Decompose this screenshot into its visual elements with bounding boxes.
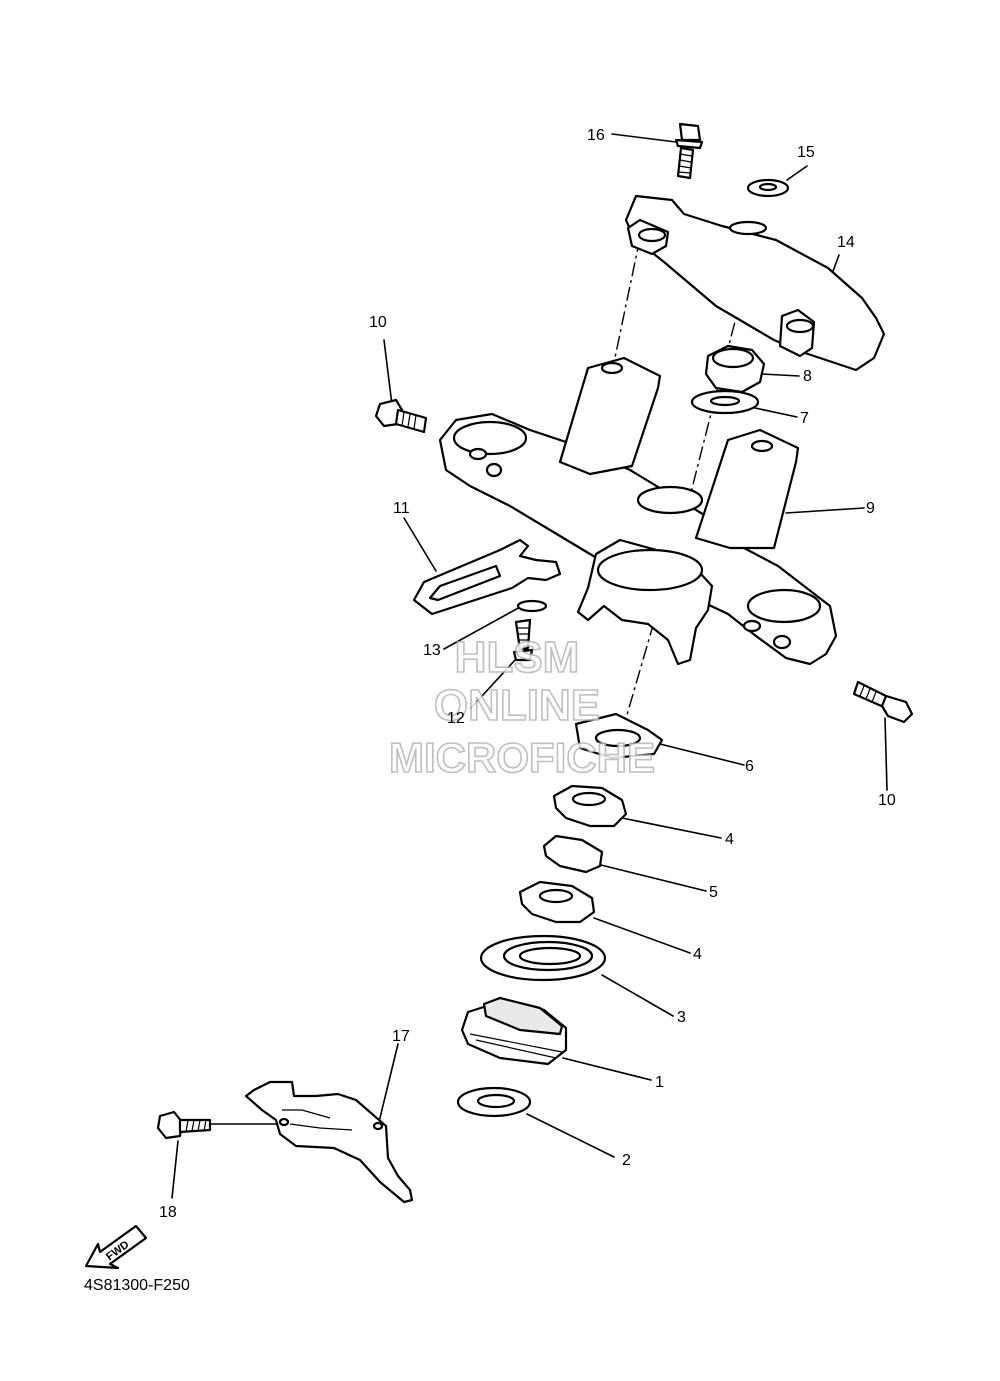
callout-15: 15 <box>797 144 815 161</box>
washer-13 <box>516 599 548 613</box>
bolt-18 <box>156 1110 212 1140</box>
callout-5: 5 <box>709 884 718 901</box>
callout-7: 7 <box>800 410 809 427</box>
callout-2: 2 <box>622 1152 631 1169</box>
callout-17: 17 <box>392 1028 410 1045</box>
bolt-10-left <box>374 398 428 434</box>
lock-washer-6 <box>574 712 664 760</box>
callout-12: 12 <box>447 710 465 727</box>
callout-labels: 16 15 14 10 8 7 9 11 13 12 6 10 4 5 4 3 … <box>159 127 896 1221</box>
callout-4-lower: 4 <box>693 946 702 963</box>
callout-8: 8 <box>803 368 812 385</box>
handlebar-holder-14 <box>624 194 886 372</box>
forward-arrow-icon: FWD <box>84 1224 148 1270</box>
callout-16: 16 <box>587 127 605 144</box>
nut-8 <box>704 344 766 394</box>
bracket-17 <box>244 1080 414 1204</box>
callout-10-right: 10 <box>878 792 896 809</box>
washer-2 <box>456 1086 532 1118</box>
bearing-1 <box>460 996 568 1066</box>
callout-13: 13 <box>423 642 441 659</box>
diagram-code: 4S81300-F250 <box>84 1277 190 1294</box>
washer-15 <box>746 178 790 198</box>
callout-11: 11 <box>393 500 410 517</box>
watermark-line-3: MICROFICHE <box>389 734 655 781</box>
ring-nut-4-lower <box>518 880 596 924</box>
bolt-10-right <box>852 680 914 724</box>
washer-5 <box>542 834 604 874</box>
callout-14: 14 <box>837 234 855 251</box>
bolt-16 <box>674 122 704 180</box>
watermark: HLSM ONLINE MICROFICHE <box>388 632 656 782</box>
callout-3: 3 <box>677 1009 686 1026</box>
callout-4-upper: 4 <box>725 831 734 848</box>
callout-1: 1 <box>655 1074 664 1091</box>
ring-nut-4-upper <box>552 784 628 828</box>
callout-6: 6 <box>745 758 754 775</box>
callout-10-left: 10 <box>369 314 387 331</box>
screw-12 <box>512 618 534 662</box>
upper-bracket-9 <box>438 356 838 666</box>
washer-7 <box>690 389 760 415</box>
watermark-line-1: HLSM <box>455 633 580 682</box>
callout-9: 9 <box>866 500 875 517</box>
dust-seal-3 <box>479 934 607 982</box>
bracket-11 <box>412 538 562 616</box>
watermark-line-2: ONLINE <box>434 681 600 730</box>
callout-18: 18 <box>159 1204 177 1221</box>
